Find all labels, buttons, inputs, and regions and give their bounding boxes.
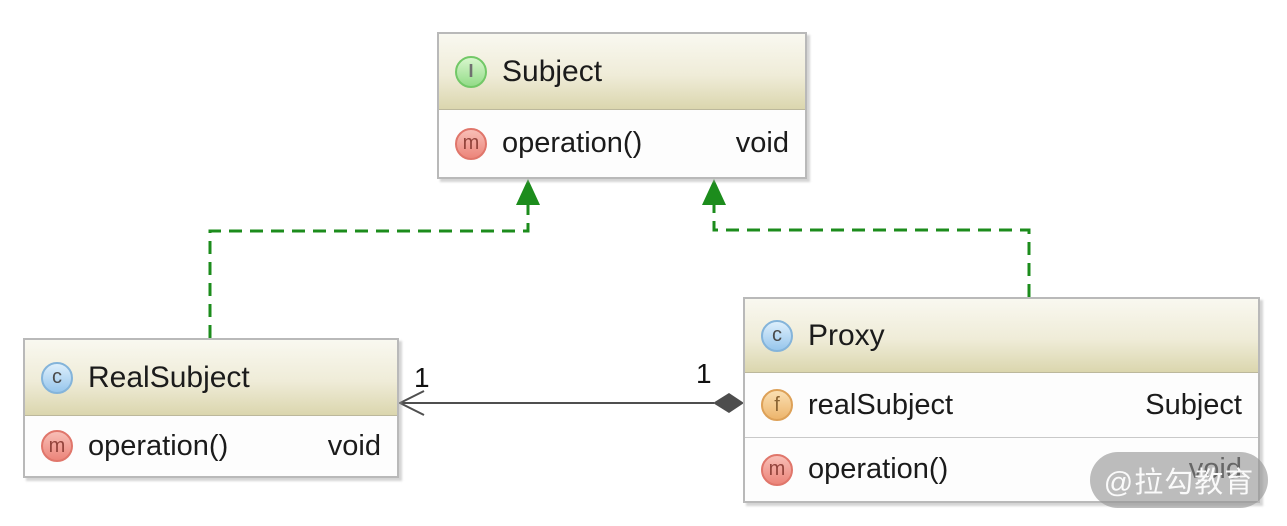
method-return-type: void bbox=[327, 429, 381, 462]
class-header-realsubject: c RealSubject bbox=[25, 340, 397, 416]
field-name: realSubject bbox=[808, 388, 954, 421]
method-name: operation() bbox=[88, 429, 229, 462]
multiplicity-label-realsubject-end: 1 bbox=[414, 362, 430, 393]
interface-icon: I bbox=[455, 55, 487, 88]
realizes-edge-proxy-subject bbox=[712, 202, 1031, 297]
class-header-proxy: c Proxy bbox=[745, 299, 1258, 373]
association-diamond bbox=[713, 393, 744, 413]
field-icon: f bbox=[761, 389, 793, 421]
class-title-proxy: Proxy bbox=[808, 318, 885, 352]
field-type: Subject bbox=[1145, 388, 1242, 421]
class-node-subject: I Subject m operation() void bbox=[437, 32, 807, 179]
class-node-realsubject: c RealSubject m operation() void bbox=[23, 338, 399, 478]
realizes-arrowhead-proxy bbox=[702, 179, 726, 205]
class-title-realsubject: RealSubject bbox=[88, 360, 250, 394]
class-title-subject: Subject bbox=[502, 54, 603, 88]
realizes-edge-realsubject-subject bbox=[208, 202, 530, 338]
method-name: operation() bbox=[808, 453, 949, 485]
watermark-badge: @拉勾教育 bbox=[1090, 452, 1268, 508]
method-name: operation() bbox=[502, 127, 643, 159]
field-row-proxy-realsubject: f realSubject Subject bbox=[745, 373, 1258, 437]
class-icon: c bbox=[41, 361, 73, 394]
class-icon: c bbox=[761, 319, 793, 352]
method-icon: m bbox=[455, 127, 487, 160]
method-icon: m bbox=[41, 430, 73, 462]
class-header-subject: I Subject bbox=[439, 34, 805, 110]
method-icon: m bbox=[761, 453, 793, 486]
association-open-arrowhead bbox=[397, 390, 425, 416]
method-row-realsubject-operation: m operation() void bbox=[25, 416, 397, 476]
method-return-type: void bbox=[735, 127, 789, 159]
method-row-subject-operation: m operation() void bbox=[439, 110, 805, 177]
realizes-arrowhead-realsubject bbox=[516, 179, 540, 205]
multiplicity-label-proxy-end: 1 bbox=[696, 358, 712, 389]
